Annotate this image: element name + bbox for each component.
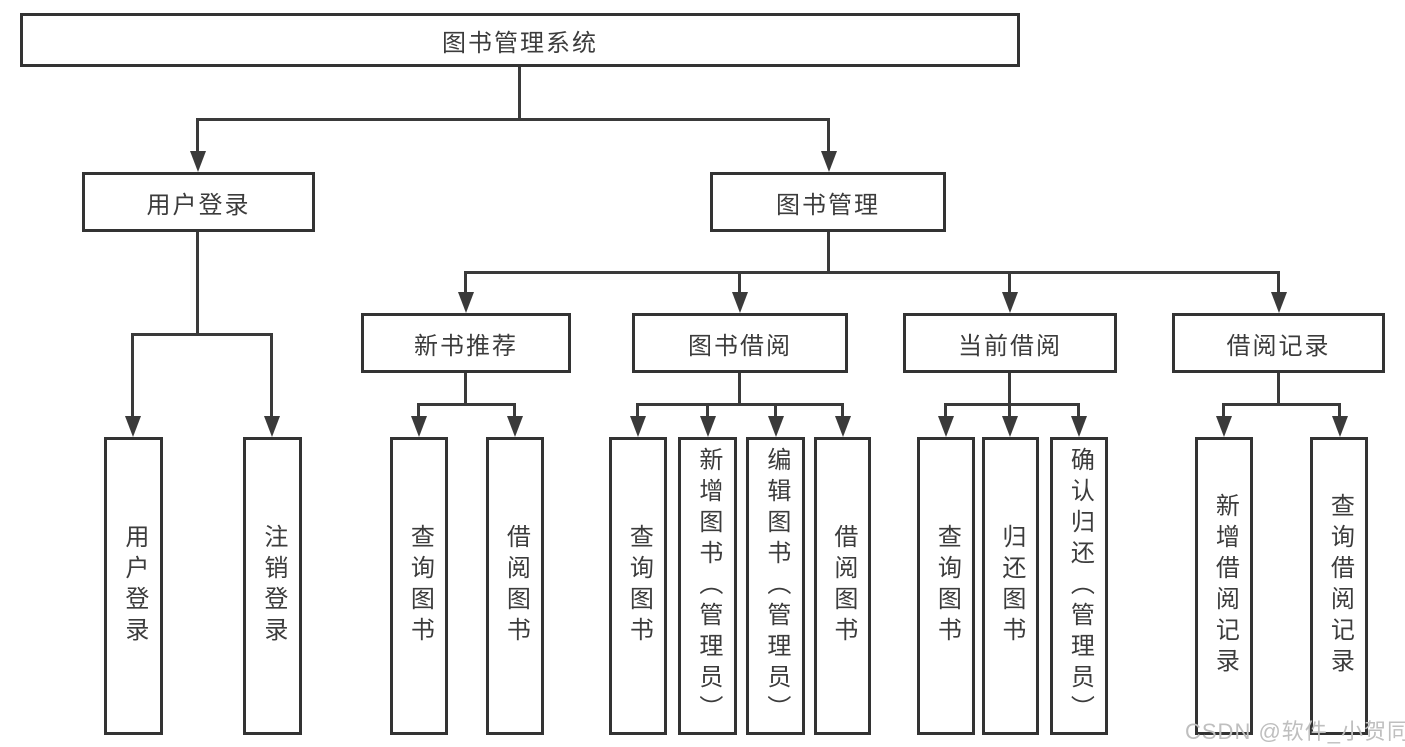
leaf-query-books-3: 查询图书: [917, 437, 975, 735]
connector-line: [1008, 403, 1011, 419]
arrow-head-icon: [700, 416, 716, 437]
connector-line: [827, 232, 830, 274]
node-user-login-label: 用户登录: [146, 191, 251, 219]
connector-line: [1222, 403, 1341, 406]
connector-line: [464, 271, 467, 295]
leaf-user-login-label: 用户登录: [120, 524, 148, 648]
connector-line: [738, 271, 741, 295]
connector-line: [196, 118, 830, 121]
leaf-edit-books-admin: 编辑图书（管理员）: [746, 437, 805, 735]
leaf-logout-label: 注销登录: [259, 524, 287, 648]
connector-line: [636, 403, 639, 419]
leaf-confirm-return-admin-label: 确认归还（管理员）: [1066, 446, 1094, 726]
connector-line: [518, 67, 521, 120]
arrow-head-icon: [190, 151, 206, 172]
connector-line: [417, 403, 516, 406]
leaf-add-books-admin-label: 新增图书（管理员）: [694, 446, 722, 726]
arrow-head-icon: [1002, 292, 1018, 313]
leaf-add-books-admin: 新增图书（管理员）: [678, 437, 737, 735]
connector-line: [738, 373, 741, 406]
node-book-borrowing: 图书借阅: [632, 313, 848, 373]
leaf-query-books-2-label: 查询图书: [625, 524, 653, 648]
leaf-query-books-3-label: 查询图书: [933, 524, 961, 648]
connector-line: [1338, 403, 1341, 419]
leaf-return-books: 归还图书: [982, 437, 1039, 735]
watermark: CSDN @软件_小贺同学: [1185, 719, 1405, 744]
arrow-head-icon: [125, 416, 141, 437]
leaf-user-login: 用户登录: [104, 437, 163, 735]
connector-line: [1008, 373, 1011, 406]
arrow-head-icon: [1332, 416, 1348, 437]
node-new-book-recommend-label: 新书推荐: [414, 332, 518, 360]
connector-line: [1277, 271, 1280, 295]
connector-line: [1077, 403, 1080, 419]
leaf-query-books-1: 查询图书: [390, 437, 448, 735]
arrow-head-icon: [835, 416, 851, 437]
node-root: 图书管理系统: [20, 13, 1020, 67]
connector-line: [1277, 373, 1280, 406]
connector-line: [196, 118, 199, 154]
arrow-head-icon: [938, 416, 954, 437]
leaf-logout: 注销登录: [243, 437, 302, 735]
arrow-head-icon: [458, 292, 474, 313]
node-borrowing-records: 借阅记录: [1172, 313, 1385, 373]
leaf-confirm-return-admin: 确认归还（管理员）: [1050, 437, 1108, 735]
connector-line: [513, 403, 516, 419]
arrow-head-icon: [1216, 416, 1232, 437]
connector-line: [131, 333, 273, 336]
node-new-book-recommend: 新书推荐: [361, 313, 571, 373]
arrow-head-icon: [411, 416, 427, 437]
arrow-head-icon: [732, 292, 748, 313]
leaf-borrow-books-1-label: 借阅图书: [502, 524, 530, 648]
connector-line: [636, 403, 844, 406]
connector-line: [827, 118, 830, 154]
connector-line: [464, 271, 1280, 274]
node-book-management: 图书管理: [710, 172, 946, 232]
node-book-management-label: 图书管理: [776, 191, 880, 219]
connector-line: [1008, 271, 1011, 295]
connector-line: [706, 403, 709, 419]
leaf-query-books-1-label: 查询图书: [406, 524, 434, 648]
arrow-head-icon: [1271, 292, 1287, 313]
leaf-borrow-books-1: 借阅图书: [486, 437, 544, 735]
connector-line: [1222, 403, 1225, 419]
connector-line: [417, 403, 420, 419]
leaf-add-borrow-record: 新增借阅记录: [1195, 437, 1253, 735]
leaf-query-borrow-record: 查询借阅记录: [1310, 437, 1368, 735]
leaf-return-books-label: 归还图书: [997, 524, 1025, 648]
arrow-head-icon: [264, 416, 280, 437]
node-borrowing-records-label: 借阅记录: [1226, 332, 1331, 360]
connector-line: [196, 232, 199, 336]
node-root-label: 图书管理系统: [442, 29, 598, 57]
arrow-head-icon: [630, 416, 646, 437]
node-book-borrowing-label: 图书借阅: [688, 332, 792, 360]
arrow-head-icon: [821, 151, 837, 172]
node-user-login: 用户登录: [82, 172, 315, 232]
leaf-query-borrow-record-label: 查询借阅记录: [1326, 493, 1354, 679]
leaf-edit-books-admin-label: 编辑图书（管理员）: [762, 446, 790, 726]
node-current-borrowing-label: 当前借阅: [958, 332, 1062, 360]
node-current-borrowing: 当前借阅: [903, 313, 1117, 373]
arrow-head-icon: [507, 416, 523, 437]
connector-line: [944, 403, 947, 419]
arrow-head-icon: [1002, 416, 1018, 437]
connector-line: [944, 403, 1080, 406]
connector-line: [131, 333, 134, 419]
arrow-head-icon: [1071, 416, 1087, 437]
leaf-query-books-2: 查询图书: [609, 437, 667, 735]
connector-line: [841, 403, 844, 419]
leaf-add-borrow-record-label: 新增借阅记录: [1211, 493, 1239, 679]
connector-line: [270, 333, 273, 419]
connector-line: [464, 373, 467, 406]
leaf-borrow-books-2: 借阅图书: [814, 437, 871, 735]
connector-line: [774, 403, 777, 419]
arrow-head-icon: [768, 416, 784, 437]
leaf-borrow-books-2-label: 借阅图书: [829, 524, 857, 648]
